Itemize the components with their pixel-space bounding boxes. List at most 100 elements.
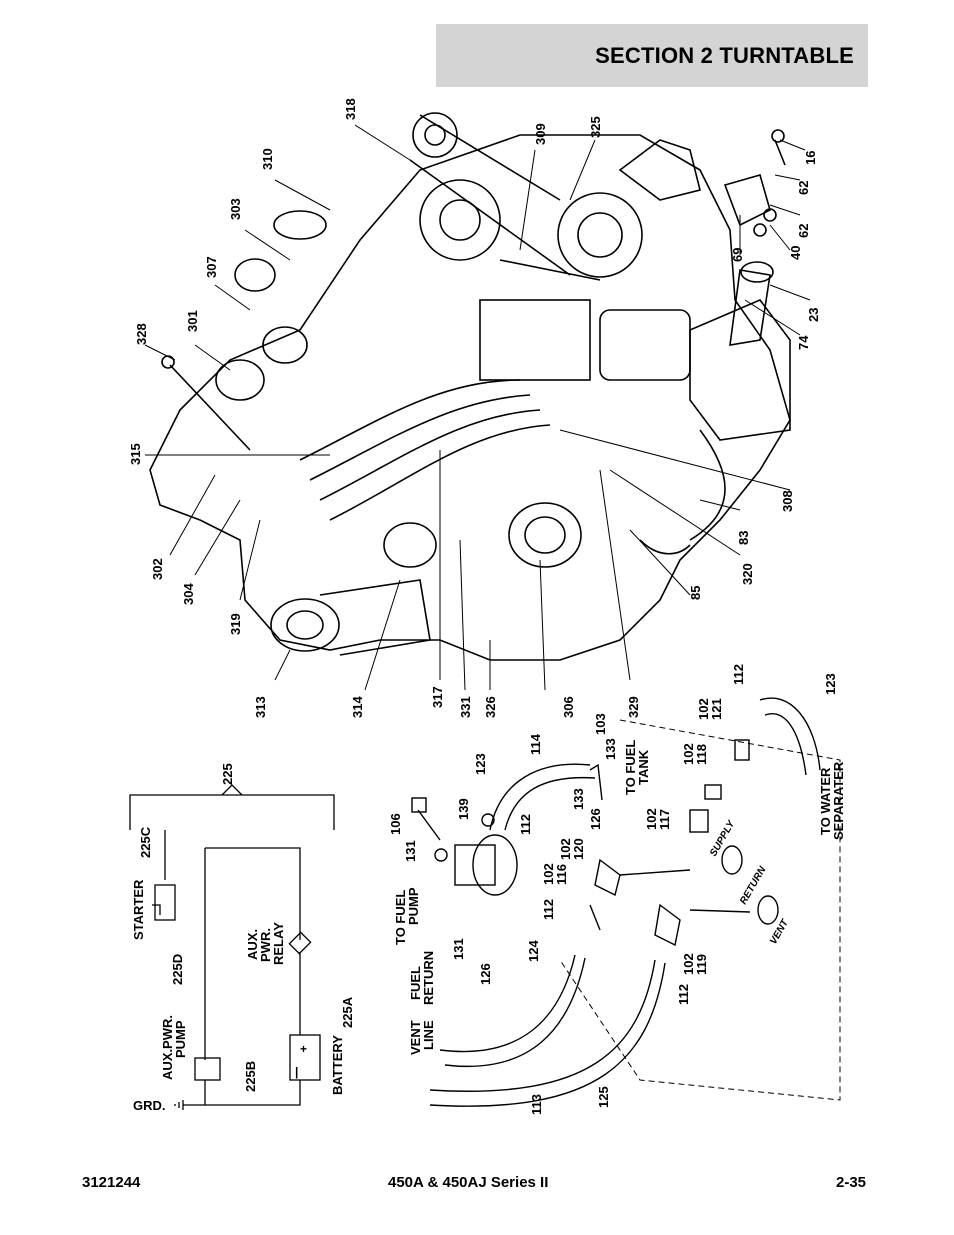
callout-131b: 131 <box>451 938 466 960</box>
callout-325: 325 <box>588 116 603 138</box>
callout-318: 318 <box>343 98 358 120</box>
label-relay-2: PWR. <box>258 928 273 962</box>
callout-331: 331 <box>458 696 473 718</box>
callout-303: 303 <box>228 198 243 220</box>
label-fuel-return-2: RETURN <box>421 951 436 1005</box>
label-fuel-return-1: FUEL <box>408 966 423 1000</box>
battery-minus: | <box>295 1065 298 1079</box>
callout-317: 317 <box>430 686 445 708</box>
callout-62a: 62 <box>796 224 811 238</box>
callout-328: 328 <box>134 323 149 345</box>
callout-310: 310 <box>260 148 275 170</box>
callout-308: 308 <box>780 490 795 512</box>
footer-model: 450A & 450AJ Series II <box>388 1174 549 1191</box>
callout-118: 118 <box>694 744 709 765</box>
callout-102-117: 102 <box>644 808 659 830</box>
fuel-system-drawing <box>411 697 841 1107</box>
label-vent: VENT <box>768 917 791 946</box>
callout-301: 301 <box>185 310 200 332</box>
callout-40: 40 <box>788 246 803 260</box>
label-to-fuel-tank-1: TO FUEL <box>623 740 638 795</box>
callout-102-121: 102 <box>696 698 711 720</box>
callout-123b: 123 <box>823 673 838 695</box>
callout-306: 306 <box>561 696 576 718</box>
label-to-fuel-tank-2: TANK <box>636 749 651 785</box>
callout-304: 304 <box>181 583 196 605</box>
label-225c: 225C <box>138 826 153 858</box>
callout-113: 113 <box>529 1094 544 1115</box>
label-to-water-1: TO WATER <box>818 767 833 835</box>
callout-103: 103 <box>593 713 608 735</box>
wiring-labels: 225 225C STARTER 225D AUX. PWR. RELAY AU… <box>131 763 355 1113</box>
callout-307: 307 <box>204 256 219 278</box>
label-225a: 225A <box>340 996 355 1028</box>
label-vent-line-1: VENT <box>408 1020 423 1055</box>
callout-112a: 112 <box>518 814 533 835</box>
engine-illustration <box>149 112 791 661</box>
callout-125: 125 <box>596 1086 611 1108</box>
label-battery: BATTERY <box>330 1035 345 1095</box>
label-225: 225 <box>220 763 235 785</box>
callout-314: 314 <box>350 696 365 718</box>
callout-302: 302 <box>150 558 165 580</box>
callout-319: 319 <box>228 613 243 635</box>
callout-69: 69 <box>730 248 745 262</box>
callout-119: 119 <box>694 954 709 975</box>
callout-85: 85 <box>688 586 703 600</box>
callout-102-118: 102 <box>681 743 696 765</box>
label-vent-line-2: LINE <box>421 1020 436 1050</box>
callout-114: 114 <box>528 733 543 755</box>
callout-23: 23 <box>806 308 821 322</box>
battery-plus: + <box>300 1042 307 1056</box>
footer-part-number: 3121244 <box>82 1174 141 1191</box>
callout-16: 16 <box>803 151 818 165</box>
callout-320: 320 <box>740 563 755 585</box>
wiring-schematic <box>129 784 335 1110</box>
callout-124: 124 <box>526 940 541 962</box>
label-relay-1: AUX. <box>245 929 260 960</box>
callout-102-119: 102 <box>681 953 696 975</box>
callout-126b: 126 <box>478 963 493 985</box>
label-pump-1: AUX.PWR. <box>160 1015 175 1080</box>
callout-102-120a: 102 <box>558 838 573 860</box>
callout-102-116a: 102 <box>541 863 556 885</box>
label-225b: 225B <box>243 1061 258 1092</box>
fuel-callouts: 106 131 139 112 123 114 133 103 133 126 … <box>388 664 838 1115</box>
label-225d: 225D <box>170 954 185 985</box>
callout-329: 329 <box>626 696 641 718</box>
callout-83: 83 <box>736 531 751 545</box>
callout-117: 117 <box>657 809 672 830</box>
label-return: RETURN <box>738 864 769 906</box>
label-to-water-2: SEPARATER <box>831 761 846 840</box>
callout-112b: 112 <box>541 899 556 920</box>
callout-131a: 131 <box>403 840 418 862</box>
callout-112c: 112 <box>676 984 691 1005</box>
label-relay-3: RELAY <box>271 922 286 965</box>
section-title: SECTION 2 TURNTABLE <box>595 42 854 68</box>
section-header: SECTION 2 TURNTABLE <box>436 24 868 87</box>
fuel-labels: TO FUEL TANK TO FUEL PUMP FUEL RETURN VE… <box>393 740 846 1055</box>
engine-callouts: 318 309 325 310 303 307 301 328 315 302 … <box>128 98 821 718</box>
callout-123a: 123 <box>473 753 488 775</box>
callout-315: 315 <box>128 443 143 465</box>
label-pump-2: PUMP <box>173 1020 188 1058</box>
callout-313: 313 <box>253 696 268 718</box>
callout-74: 74 <box>796 335 811 350</box>
callout-326: 326 <box>483 696 498 718</box>
engine-leader-lines <box>144 124 811 691</box>
label-ground: GRD. <box>133 1098 166 1113</box>
label-to-fuel-pump-2: PUMP <box>406 887 421 925</box>
callout-120: 120 <box>571 838 586 860</box>
callout-133a: 133 <box>603 738 618 760</box>
callout-133b: 133 <box>571 788 586 810</box>
callout-121: 121 <box>709 698 724 720</box>
label-starter: STARTER <box>131 879 146 940</box>
callout-126a: 126 <box>588 808 603 830</box>
callout-116: 116 <box>554 864 569 885</box>
callout-139: 139 <box>456 798 471 820</box>
callout-112d: 112 <box>731 664 746 685</box>
callout-309: 309 <box>533 123 548 145</box>
callout-62b: 62 <box>796 181 811 195</box>
footer-page-number: 2-35 <box>836 1174 867 1191</box>
